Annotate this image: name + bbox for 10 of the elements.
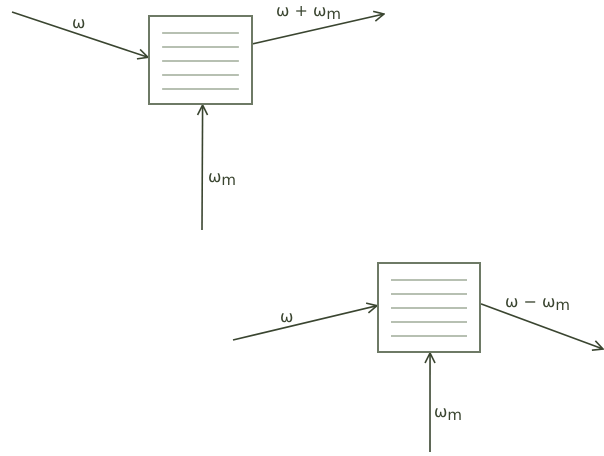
arrow [424, 352, 436, 452]
arrow [252, 10, 385, 45]
grating-box [148, 15, 253, 105]
arrow [196, 104, 208, 230]
arrow [12, 11, 149, 60]
arrow [232, 302, 378, 341]
arrow [480, 303, 604, 352]
grating-box [377, 262, 481, 353]
edge-label: ω [280, 308, 294, 326]
edge-label: ω [72, 14, 86, 32]
